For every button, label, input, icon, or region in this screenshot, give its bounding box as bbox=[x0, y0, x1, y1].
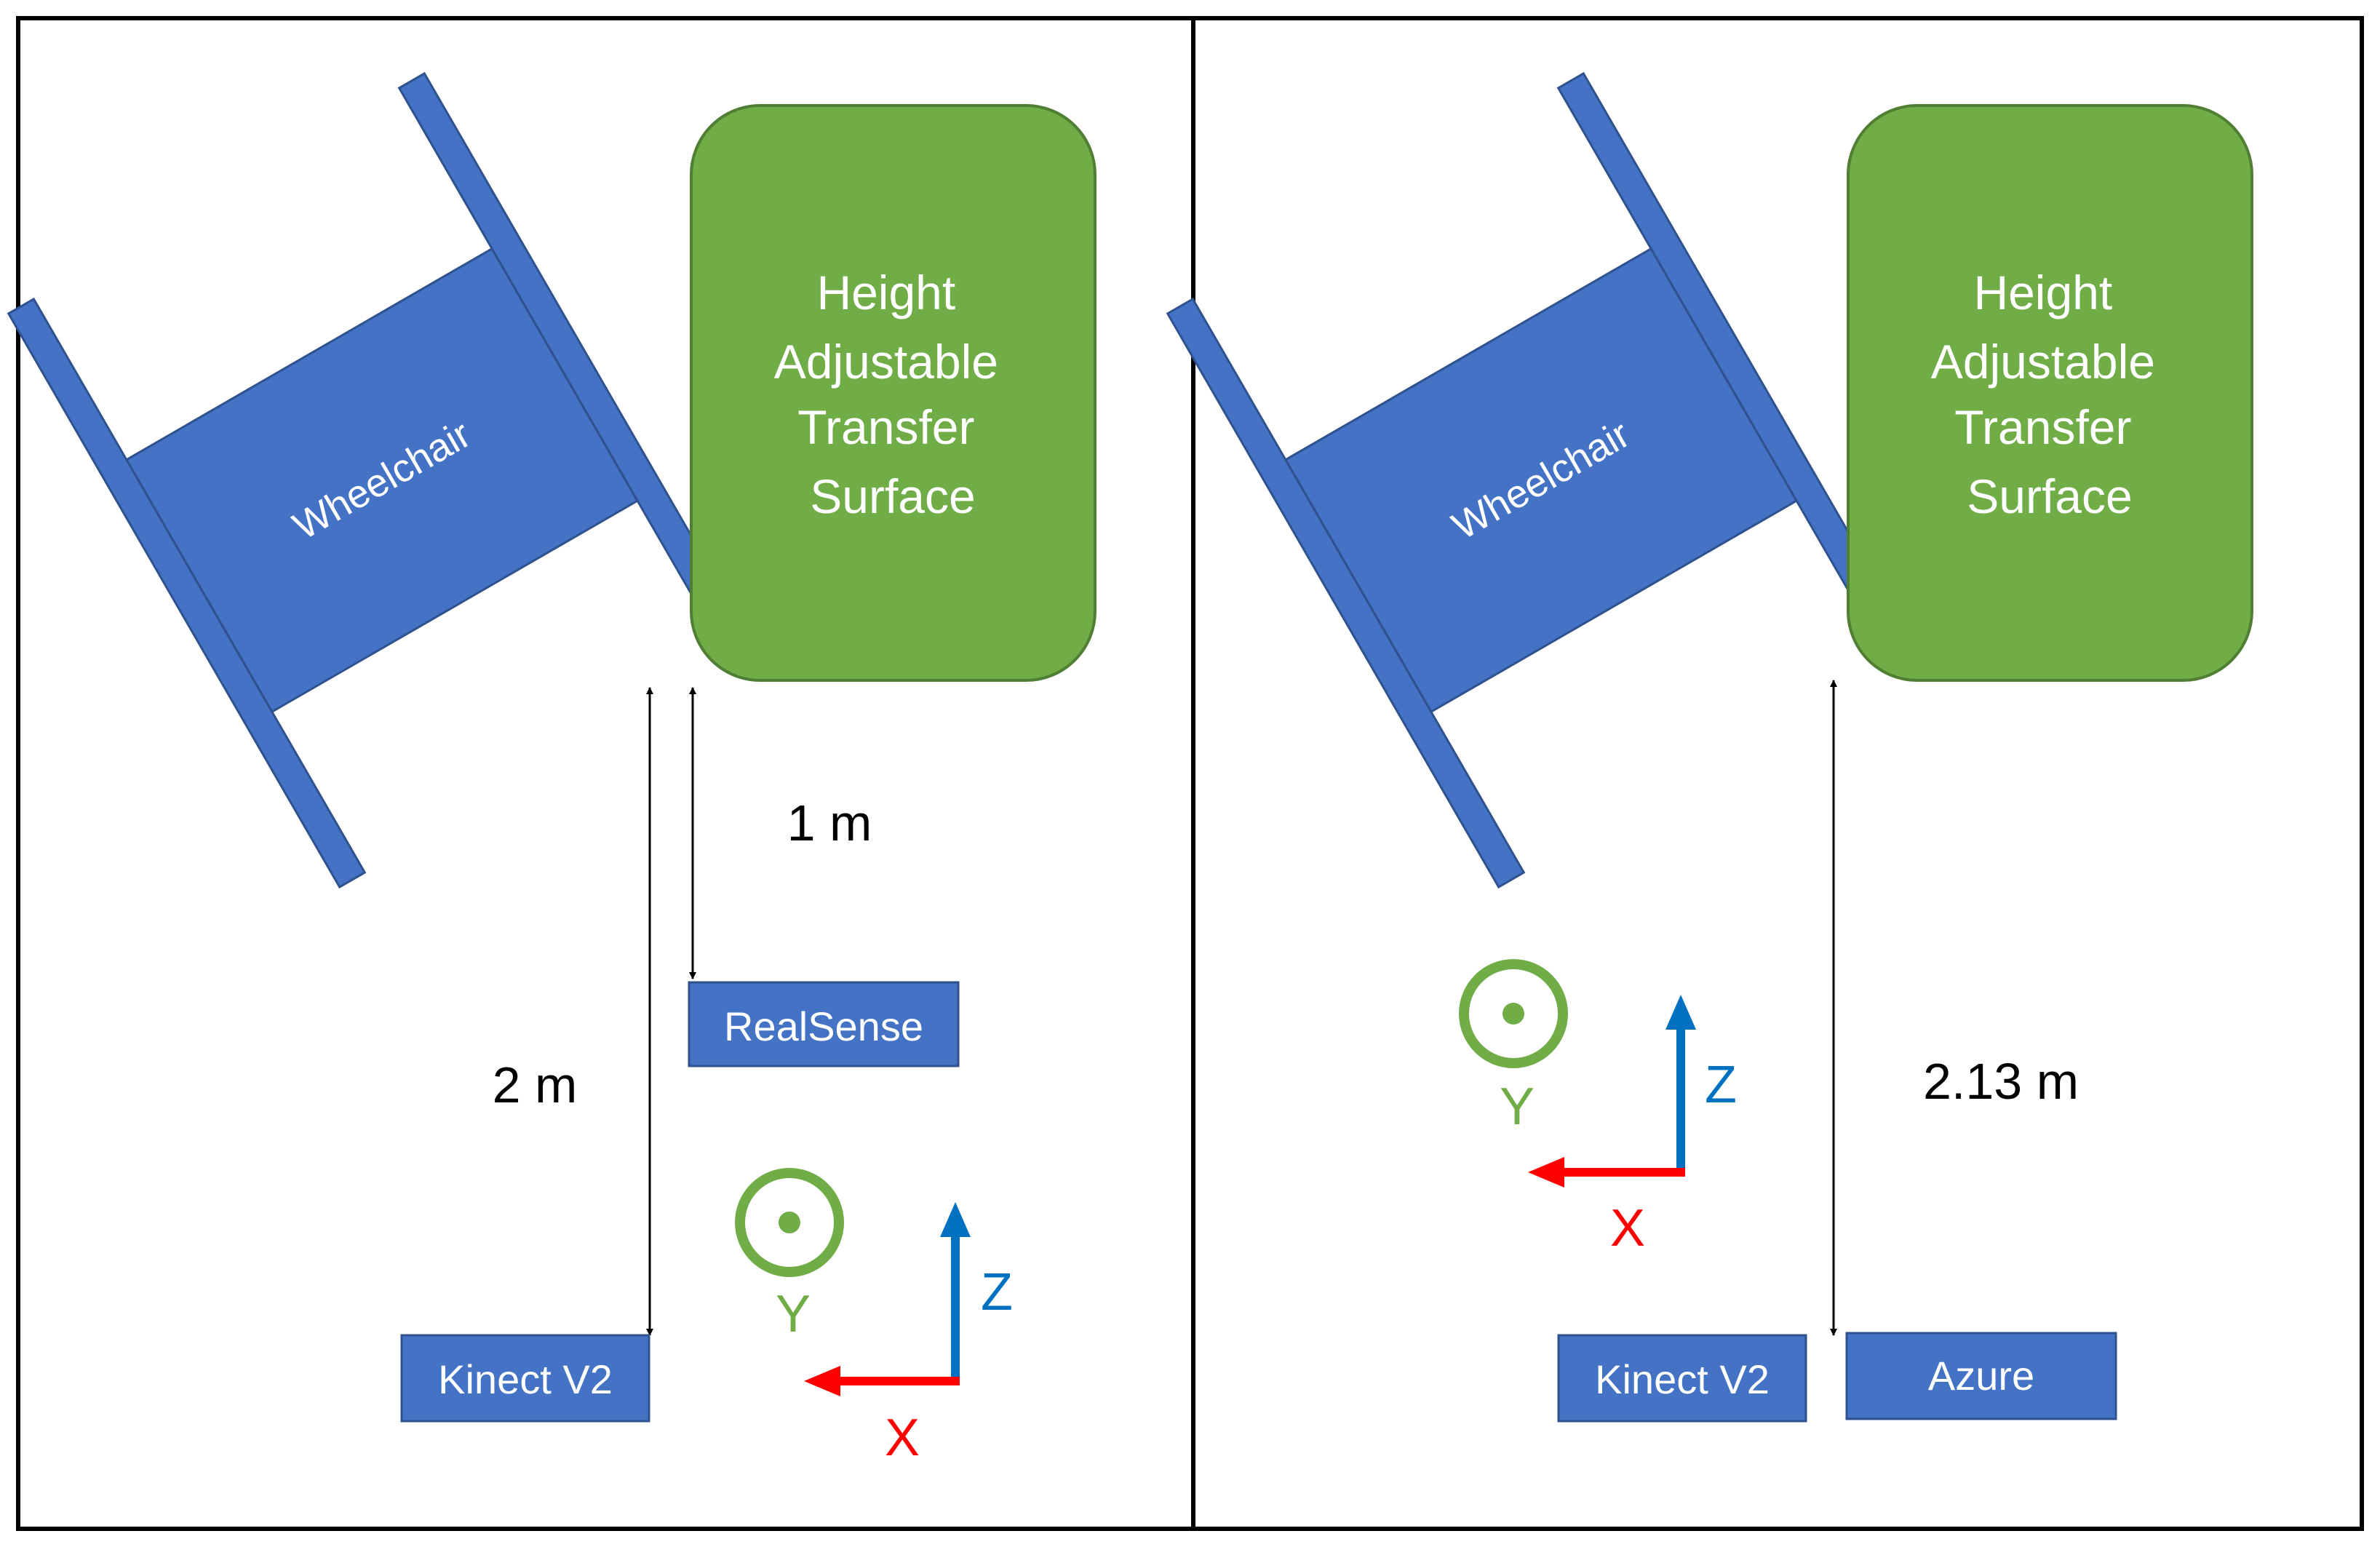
right-panel: Wheelchair Height Adjustable Transfer Su… bbox=[1166, 71, 2253, 1423]
kinect-label-left: Kinect V2 bbox=[438, 1356, 613, 1402]
kinect-label-right: Kinect V2 bbox=[1595, 1356, 1770, 1402]
z-axis-arrowhead bbox=[1665, 995, 1696, 1030]
surface-label-left: Height Adjustable Transfer Surface bbox=[774, 266, 1012, 523]
distance-label-azure: 2.13 m bbox=[1923, 1053, 2079, 1110]
z-axis-arrowhead bbox=[940, 1202, 971, 1237]
x-axis-arrowhead bbox=[804, 1366, 840, 1396]
azure-label: Azure bbox=[1928, 1353, 2034, 1399]
z-axis-label: Z bbox=[981, 1263, 1013, 1321]
y-axis-label: Y bbox=[1500, 1078, 1535, 1136]
y-axis-dot bbox=[1503, 1003, 1524, 1025]
z-axis-label: Z bbox=[1705, 1056, 1737, 1114]
x-axis-label: X bbox=[885, 1409, 920, 1467]
transfer-surface-right bbox=[1847, 104, 2253, 682]
x-axis-arrowhead bbox=[1528, 1157, 1564, 1188]
wheelchair-right: Wheelchair bbox=[1166, 71, 1917, 889]
kinect-box-right bbox=[1557, 1334, 1807, 1423]
axes-left: Y Z X bbox=[735, 1168, 1013, 1467]
wheelchair-wheel-left bbox=[7, 297, 367, 889]
wheelchair-wheel-left bbox=[1166, 297, 1526, 889]
left-panel: Wheelchair Height Adjustable Transfer Su… bbox=[7, 71, 1097, 1467]
realsense-label: RealSense bbox=[724, 1003, 923, 1049]
realsense-box bbox=[688, 981, 960, 1067]
y-axis-out-icon bbox=[1459, 959, 1568, 1068]
distance-label-kinect-left: 2 m bbox=[493, 1057, 578, 1113]
y-axis-label: Y bbox=[776, 1285, 811, 1343]
surface-label-right: Height Adjustable Transfer Surface bbox=[1931, 266, 2169, 523]
wheelchair-left: Wheelchair bbox=[7, 71, 757, 889]
y-axis-out-icon bbox=[735, 1168, 844, 1277]
y-axis-dot bbox=[779, 1212, 800, 1233]
x-axis-label: X bbox=[1610, 1199, 1645, 1257]
kinect-box-left bbox=[400, 1334, 650, 1423]
transfer-surface-left bbox=[690, 104, 1097, 682]
azure-box bbox=[1845, 1332, 2117, 1420]
distance-label-realsense: 1 m bbox=[787, 795, 872, 851]
axes-right: Y Z X bbox=[1459, 959, 1737, 1257]
